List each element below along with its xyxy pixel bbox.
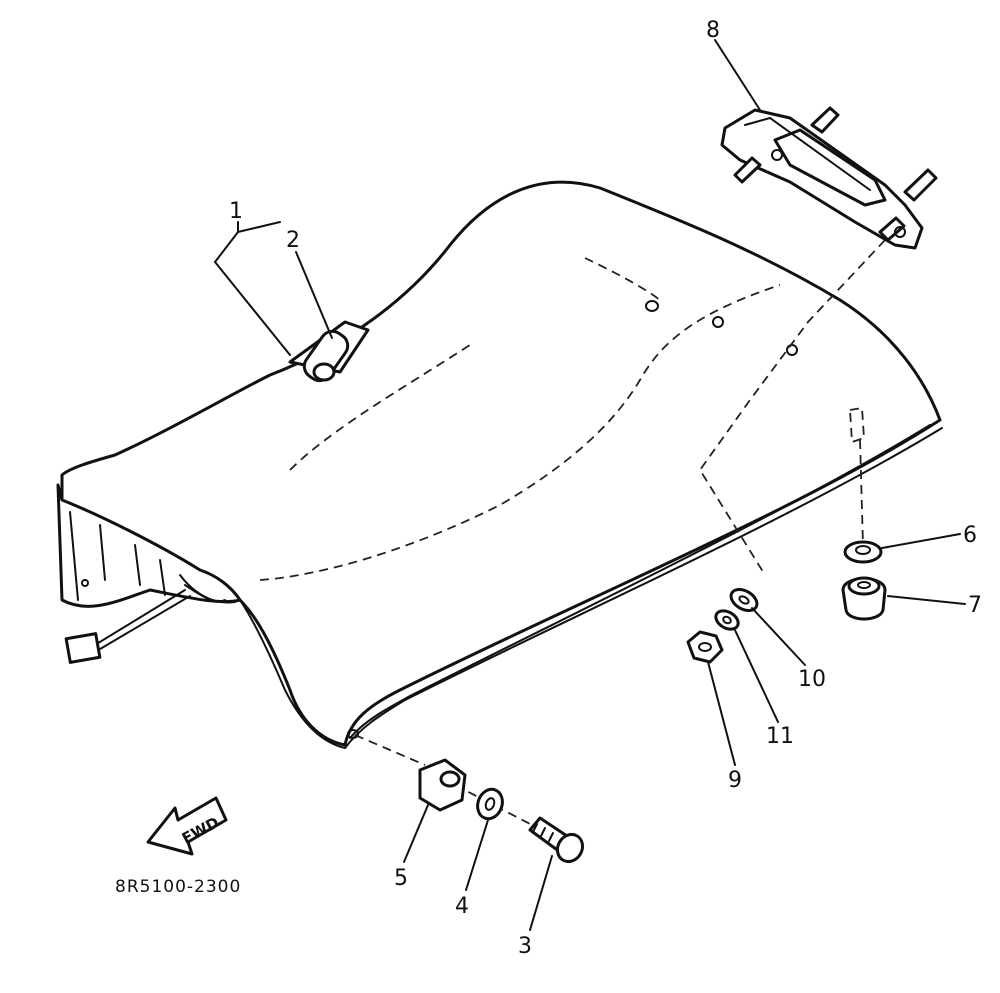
callout-8: 8 — [706, 18, 720, 43]
callout-5: 5 — [394, 866, 408, 891]
lock-washer-part-11 — [714, 609, 740, 631]
nut-part-9 — [686, 630, 724, 664]
forward-arrow-icon: FWD — [146, 796, 228, 856]
callout-1: 1 — [229, 199, 243, 224]
callout-4: 4 — [455, 894, 469, 919]
washer-part-4 — [476, 787, 504, 821]
washer-part-6 — [843, 540, 883, 564]
cap-nut-part-7 — [841, 576, 887, 621]
drawing-code: 8R5100-2300 — [115, 877, 241, 897]
seat-assembly — [56, 180, 943, 749]
callout-9: 9 — [728, 768, 742, 793]
bolt-part-3 — [528, 816, 585, 864]
washer-part-10 — [729, 588, 759, 612]
callout-3: 3 — [518, 934, 532, 959]
leader-lines — [213, 39, 966, 931]
collar-part-5 — [418, 758, 467, 812]
callout-10: 10 — [798, 667, 826, 692]
hinge-part — [288, 320, 370, 383]
callout-6: 6 — [963, 523, 977, 548]
callout-11: 11 — [766, 724, 794, 749]
seat-bracket-part — [720, 106, 938, 250]
callout-7: 7 — [968, 593, 982, 618]
callout-labels: 1 2 8 6 7 10 11 9 5 4 3 — [229, 18, 982, 959]
callout-2: 2 — [286, 228, 300, 253]
